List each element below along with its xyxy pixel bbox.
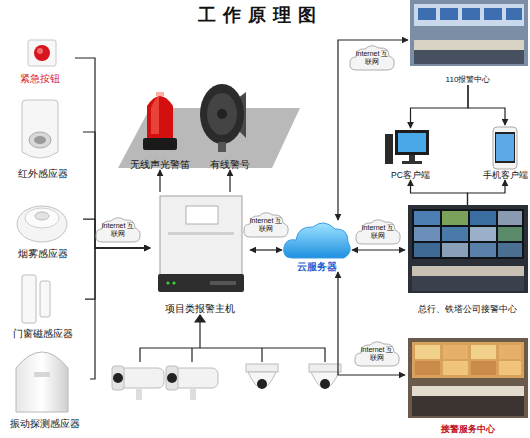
device-node: 烟雾感应器 bbox=[3, 192, 83, 260]
device-node: 紧急按钮 bbox=[5, 40, 75, 85]
device-node: 接警服务中心 bbox=[405, 335, 530, 435]
horn-icon bbox=[200, 84, 246, 152]
alarm-host-icon bbox=[158, 196, 244, 292]
connector-arrow bbox=[85, 248, 150, 299]
device-label: 接警服务中心 bbox=[399, 424, 530, 435]
connector-arrow bbox=[338, 40, 408, 220]
dome-camera bbox=[309, 364, 341, 389]
edge-label: Internet 互联网 bbox=[247, 217, 285, 233]
connector-arrow bbox=[250, 249, 282, 250]
cloud-outline bbox=[356, 220, 400, 244]
internet-cloud: Internet 互联网 bbox=[243, 211, 289, 239]
video-wall-photo bbox=[408, 205, 528, 293]
dome-camera bbox=[246, 364, 278, 389]
device-node: 无线声光警笛 bbox=[123, 85, 197, 170]
connector-arrow bbox=[90, 248, 150, 379]
device-label: 无线声光警笛 bbox=[117, 159, 203, 171]
diagram-title: 工作原理图 bbox=[160, 3, 360, 27]
camera-wiring bbox=[140, 315, 325, 362]
device-node: 振动探测感应器 bbox=[0, 345, 90, 430]
emergency-button-icon bbox=[28, 40, 56, 66]
control-room-photo bbox=[410, 0, 528, 66]
edge-label: Internet 互联网 bbox=[99, 222, 137, 238]
edge-label: Internet 互联网 bbox=[358, 346, 396, 362]
door-magnet-icon bbox=[22, 275, 50, 323]
device-label: 手机客户端 bbox=[474, 170, 530, 181]
device-node: 云服务器 bbox=[282, 220, 352, 272]
vibration-sensor-icon bbox=[16, 352, 68, 412]
internet-cloud: Internet 互联网 bbox=[95, 216, 141, 244]
cloud-outline bbox=[355, 342, 399, 366]
device-label: 烟雾感应器 bbox=[0, 248, 89, 260]
device-label: 总行、铁塔公司接警中心 bbox=[399, 304, 530, 315]
smoke-detector-icon bbox=[17, 206, 67, 242]
connector-arrow bbox=[468, 180, 506, 205]
device-node: 有线警号 bbox=[197, 75, 263, 170]
device-node: 项目类报警主机 bbox=[150, 192, 250, 314]
device-label: 紧急按钮 bbox=[0, 73, 81, 85]
infrared-sensor-icon bbox=[22, 100, 58, 158]
connector-arrow bbox=[411, 180, 468, 205]
device-node: 手机客户端 bbox=[480, 125, 530, 180]
device-node: PC客户端 bbox=[383, 128, 438, 180]
phone-icon bbox=[493, 127, 517, 169]
connector-arrow bbox=[411, 85, 469, 128]
connector-arrow bbox=[468, 85, 505, 125]
siren-light-icon bbox=[143, 92, 177, 150]
bullet-camera bbox=[112, 366, 164, 400]
connector-arrow bbox=[352, 249, 405, 250]
connector-arrow bbox=[83, 132, 150, 248]
connector-arrow bbox=[159, 170, 160, 192]
device-node: 门窗磁感应器 bbox=[0, 272, 85, 340]
device-label: 振动探测感应器 bbox=[0, 418, 96, 430]
device-label: 云服务器 bbox=[276, 261, 358, 273]
pc-icon bbox=[385, 130, 429, 164]
device-label: 有线警号 bbox=[191, 159, 269, 171]
edge-label: Internet 互联网 bbox=[359, 224, 397, 240]
bullet-camera bbox=[166, 366, 218, 400]
device-label: 项目类报警主机 bbox=[144, 303, 256, 315]
cloud-outline bbox=[96, 218, 140, 242]
device-label: 红外感应器 bbox=[0, 168, 89, 180]
connector-arrow bbox=[229, 170, 230, 192]
service-centre-photo bbox=[408, 338, 528, 418]
device-node: 110报警中心 bbox=[408, 0, 528, 85]
internet-cloud: Internet 互联网 bbox=[355, 218, 401, 246]
edge-label: Internet 互联网 bbox=[353, 50, 391, 66]
device-node: 总行、铁塔公司接警中心 bbox=[405, 205, 530, 315]
cloud-outline bbox=[350, 46, 394, 70]
connector-arrow bbox=[75, 58, 150, 248]
device-label: 110报警中心 bbox=[402, 75, 530, 85]
device-node: 红外感应器 bbox=[3, 100, 83, 180]
device-label: PC客户端 bbox=[377, 170, 444, 181]
device-label: 门窗磁感应器 bbox=[0, 328, 91, 340]
connector-arrow bbox=[338, 272, 405, 375]
internet-cloud: Internet 互联网 bbox=[349, 44, 395, 72]
cloud-outline bbox=[244, 213, 288, 237]
cloud-shape bbox=[284, 223, 351, 258]
internet-cloud: Internet 互联网 bbox=[354, 340, 400, 368]
